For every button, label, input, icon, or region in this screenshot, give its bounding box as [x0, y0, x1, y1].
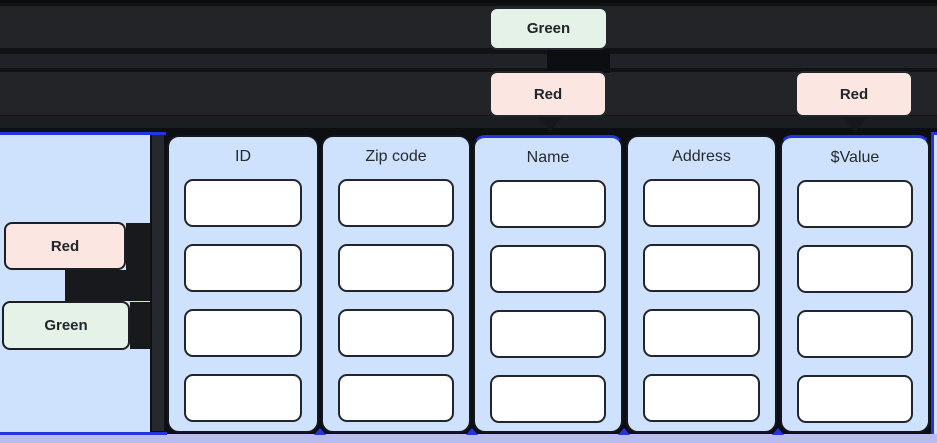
bottom-lavender-strip — [0, 434, 937, 443]
table-cell-input[interactable] — [490, 245, 606, 293]
badge-connector — [130, 302, 150, 349]
column-header: Zip code — [365, 148, 427, 165]
table-cell-input[interactable] — [184, 179, 302, 227]
toolbar-band-4 — [0, 116, 937, 128]
table-cell-input[interactable] — [184, 244, 302, 292]
toolbar-band-3 — [0, 72, 937, 115]
column-header: Name — [526, 149, 570, 166]
column-panel-address[interactable]: Address — [626, 135, 777, 433]
blue-border-wedge — [772, 428, 784, 435]
column-header: Address — [672, 148, 731, 165]
toolbar-band-1 — [0, 6, 937, 48]
column-panel-zip-code[interactable]: Zip code — [321, 135, 471, 433]
table-cell-input[interactable] — [490, 180, 606, 228]
top-edge-strip — [0, 0, 937, 3]
right-edge-panel-sliver — [931, 132, 937, 434]
left-red-badge[interactable]: Red — [4, 222, 126, 270]
badge-stem — [547, 49, 610, 73]
blue-border-wedge — [466, 428, 478, 435]
table-cell-input[interactable] — [643, 374, 760, 422]
table-cell-input[interactable] — [338, 244, 454, 292]
toolbar-band-2 — [0, 54, 937, 68]
table-cell-input[interactable] — [490, 375, 606, 423]
table-cell-input[interactable] — [797, 180, 913, 228]
top-red-badge-value[interactable]: Red — [795, 71, 913, 117]
top-red-badge-name[interactable]: Red — [489, 71, 607, 117]
badge-connector — [65, 270, 150, 301]
panel-gap-bar — [150, 135, 166, 431]
column-cells — [169, 177, 317, 422]
table-cell-input[interactable] — [184, 309, 302, 357]
column-panel-value[interactable]: $Value — [780, 135, 930, 433]
table-cell-input[interactable] — [490, 310, 606, 358]
table-cell-input[interactable] — [338, 309, 454, 357]
badge-connector — [126, 223, 150, 270]
column-header: $Value — [830, 149, 880, 166]
column-cells — [628, 177, 775, 422]
top-green-badge[interactable]: Green — [489, 7, 608, 50]
table-cell-input[interactable] — [338, 179, 454, 227]
table-cell-input[interactable] — [184, 374, 302, 422]
table-cell-input[interactable] — [643, 309, 760, 357]
column-panel-name[interactable]: Name — [473, 135, 623, 433]
table-cell-input[interactable] — [797, 310, 913, 358]
left-green-badge[interactable]: Green — [2, 301, 130, 350]
selection-border-top — [0, 132, 166, 135]
table-cell-input[interactable] — [643, 179, 760, 227]
table-cell-input[interactable] — [797, 375, 913, 423]
table-cell-input[interactable] — [643, 244, 760, 292]
column-cells — [323, 177, 469, 422]
table-cell-input[interactable] — [338, 374, 454, 422]
caret-down-icon — [538, 117, 562, 132]
table-cell-input[interactable] — [797, 245, 913, 293]
selection-border-bottom — [0, 432, 167, 435]
caret-down-icon — [843, 117, 867, 132]
column-header: ID — [235, 148, 251, 165]
blue-border-wedge — [618, 428, 630, 435]
column-cells — [782, 178, 928, 423]
blue-border-wedge — [314, 428, 326, 435]
column-cells — [475, 178, 621, 423]
column-panel-id[interactable]: ID — [167, 135, 319, 433]
